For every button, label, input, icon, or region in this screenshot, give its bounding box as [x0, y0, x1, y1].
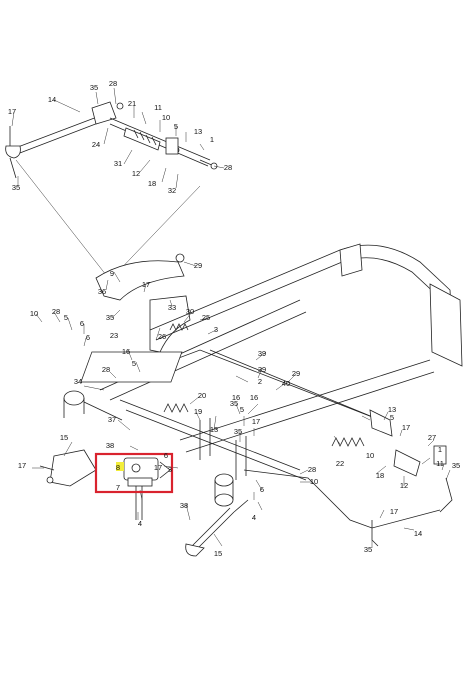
callout-label-11: 11: [154, 103, 162, 112]
callout-label-35: 35: [230, 399, 238, 408]
callout-label-30: 30: [186, 307, 194, 316]
callout-label-40: 40: [282, 379, 290, 388]
callout-label-3: 3: [168, 465, 172, 474]
callout-label-18: 18: [376, 471, 384, 480]
callout-label-13: 13: [210, 425, 218, 434]
callout-label-14: 14: [414, 529, 422, 538]
steering-rod-lower: [243, 409, 453, 547]
callout-label-27: 27: [428, 433, 436, 442]
callout-label-28: 28: [102, 365, 110, 374]
callout-label-24: 24: [92, 140, 100, 149]
highlighted-bracket-assembly: [123, 457, 171, 520]
callout-label-7: 7: [116, 483, 120, 492]
callout-label-10: 10: [310, 477, 318, 486]
callout-label-5: 5: [390, 413, 394, 422]
callout-label-17: 17: [154, 463, 162, 472]
callout-label-35: 35: [12, 183, 20, 192]
callout-label-6: 6: [260, 485, 264, 494]
callout-label-18: 18: [148, 179, 156, 188]
highlight-label-background: [116, 462, 124, 471]
callout-label-32: 32: [168, 186, 176, 195]
callout-label-3: 3: [214, 325, 218, 334]
callout-label-5: 5: [240, 405, 244, 414]
callout-label-5: 5: [64, 313, 68, 322]
callout-label-17: 17: [8, 107, 16, 116]
callout-label-20: 20: [198, 391, 206, 400]
callout-label-31: 31: [114, 159, 122, 168]
callout-label-29: 29: [292, 369, 300, 378]
callout-label-12: 12: [132, 169, 140, 178]
callout-label-25: 25: [202, 313, 210, 322]
callout-label-28: 28: [308, 465, 316, 474]
callout-label-13: 13: [194, 127, 202, 136]
highlight-box: [94, 452, 174, 494]
callout-label-26: 26: [158, 332, 166, 341]
callout-label-1: 1: [438, 445, 442, 454]
callout-label-11: 11: [436, 459, 444, 468]
callout-label-2: 2: [258, 377, 262, 386]
callout-label-28: 28: [224, 163, 232, 172]
callout-label-21: 21: [128, 99, 136, 108]
callout-label-34: 34: [74, 377, 82, 386]
callout-label-14: 14: [48, 95, 56, 104]
callout-label-17: 17: [252, 417, 260, 426]
lower-drag-link: [185, 499, 249, 557]
callout-label-29: 29: [194, 261, 202, 270]
callout-label-17: 17: [402, 423, 410, 432]
callout-label-23: 23: [110, 331, 118, 340]
callout-label-16: 16: [232, 393, 240, 402]
callout-label-38: 38: [106, 441, 114, 450]
upper-linkage-assembly: [109, 102, 218, 170]
callout-label-39: 39: [258, 365, 266, 374]
callout-label-36: 36: [98, 287, 106, 296]
main-frame: [63, 243, 463, 507]
steering-rod-upper: [5, 101, 201, 281]
callout-label-17: 17: [390, 507, 398, 516]
callout-label-39: 39: [258, 349, 266, 358]
callout-label-15: 15: [60, 433, 68, 442]
springs: [163, 323, 365, 447]
callout-label-9: 9: [110, 269, 114, 278]
callout-label-19: 19: [194, 407, 202, 416]
callout-label-35: 35: [90, 83, 98, 92]
callout-label-8: 8: [116, 463, 120, 472]
callout-label-38: 38: [180, 501, 188, 510]
callout-label-6: 6: [164, 451, 168, 460]
callout-label-6: 6: [86, 333, 90, 342]
callout-label-15: 15: [214, 549, 222, 558]
callout-label-6: 6: [80, 319, 84, 328]
callout-label-17: 17: [18, 461, 26, 470]
callout-label-10: 10: [162, 113, 170, 122]
callout-label-5: 5: [132, 359, 136, 368]
callout-label-12: 12: [400, 481, 408, 490]
callout-label-35: 35: [106, 313, 114, 322]
callout-label-4: 4: [252, 513, 256, 522]
callout-label-33: 33: [168, 303, 176, 312]
callout-label-5: 5: [174, 122, 178, 131]
left-pedal-bracket: [39, 449, 97, 487]
callout-label-4: 4: [138, 519, 142, 528]
callout-label-13: 13: [388, 405, 396, 414]
callout-label-35: 35: [452, 461, 460, 470]
callout-label-28: 28: [52, 307, 60, 316]
callout-label-10: 10: [30, 309, 38, 318]
callout-label-10: 10: [366, 451, 374, 460]
callout-label-37: 37: [108, 415, 116, 424]
callout-label-1: 1: [210, 135, 214, 144]
callout-label-16: 16: [250, 393, 258, 402]
callout-label-16: 16: [122, 347, 130, 356]
callout-label-28: 28: [109, 79, 117, 88]
callout-label-35: 35: [364, 545, 372, 554]
callout-label-22: 22: [336, 459, 344, 468]
callout-label-35: 35: [234, 427, 242, 436]
callout-label-17: 17: [142, 280, 150, 289]
